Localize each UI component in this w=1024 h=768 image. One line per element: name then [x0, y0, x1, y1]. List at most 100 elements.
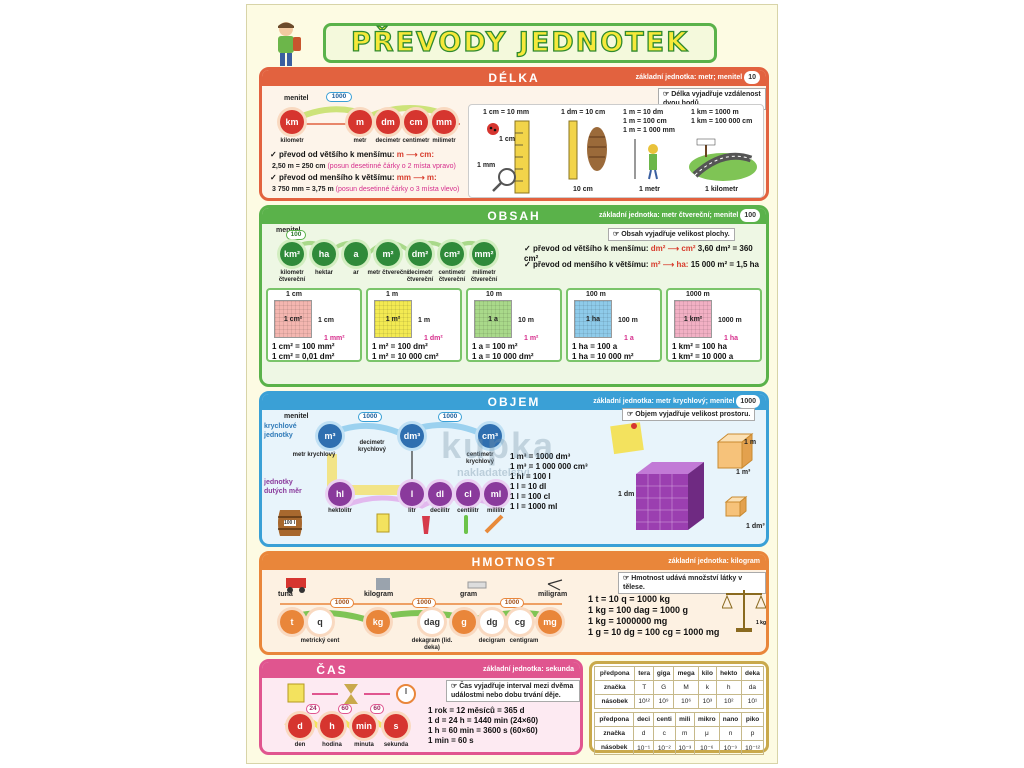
delka-rule2-arrow: mm ⟶ m: — [396, 173, 437, 182]
delka-unit-m: m — [348, 110, 372, 134]
hmotnost-unit-t: t — [280, 610, 304, 634]
boy-illustration — [278, 22, 301, 66]
hmotnost-eq-kg: 1 kg = 100 dag = 1000 g — [588, 605, 689, 615]
objem-unit-l: l — [400, 482, 424, 506]
prefix-cell: 10¹² — [634, 694, 654, 709]
objem-eq-m3-dm3: 1 m³ = 1000 dm³ — [510, 452, 571, 461]
page-title: PŘEVODY JEDNOTEK — [350, 26, 690, 58]
hmotnost-note-text: Hmotnost udává množství látky v tělese. — [623, 575, 743, 591]
delka-eq-cm-mm: 1 cm = 10 mm — [483, 109, 530, 116]
delka-rule2-head: převod od menšího k většímu: — [278, 173, 395, 182]
hmotnost-eq-kg-mg: 1 kg = 1000000 mg — [588, 616, 668, 626]
objem-pill-1000-a: 1000 — [358, 412, 382, 422]
objem-name-l: litr — [408, 508, 416, 514]
hmotnost-name-miligram: miligram — [538, 591, 568, 598]
delka-picture-box: 1 cm = 10 mm 1 dm = 10 cm 1 m = 10 dm 1 … — [468, 104, 764, 198]
section-obsah: OBSAH základní jednotka: metr čtvereční;… — [259, 205, 769, 387]
delka-eq-m-mm: 1 m = 1 000 mm — [623, 127, 675, 134]
hmotnost-name-cg: centigram — [509, 638, 539, 644]
obsah-name-a: ar — [353, 270, 359, 276]
objem-base-text: základní jednotka: metr krychlový; menit… — [593, 398, 735, 405]
cube-diagram — [636, 432, 754, 530]
cas-note: ☞ Čas vyjadřuje interval mezi dvěma udál… — [446, 680, 580, 702]
road-icon — [689, 138, 757, 181]
objem-unit-dm3: dm³ — [400, 424, 424, 448]
hmotnost-unit-dg: dg — [480, 610, 504, 634]
obsah-note-text: Obsah vyjadřuje velikost plochy. — [621, 231, 730, 238]
cas-factor-60b: 60 — [370, 704, 384, 714]
prefix-row-head: násobek — [593, 740, 635, 755]
cas-eq-min: 1 min = 60 s — [428, 736, 474, 745]
prefix-cell: 10⁻² — [652, 740, 676, 755]
card-square: 1 m² — [374, 300, 412, 338]
objem-name-m3: metr krychlový — [292, 452, 336, 458]
delka-unit-dm: dm — [376, 110, 400, 134]
card-small-unit: 1 a — [624, 335, 634, 342]
obsah-unit-ha: ha — [312, 242, 336, 266]
prefix-cell: 10⁻¹ — [633, 740, 654, 755]
cube-label-1dm3: 1 dm³ — [746, 523, 765, 530]
card-square: 1 km² — [674, 300, 712, 338]
obsah-name-km2: kilometr čtvereční — [278, 270, 306, 283]
prefix-cell: 10⁻¹² — [741, 740, 764, 755]
cas-name-min: minuta — [354, 742, 374, 748]
delka-rule1-head: převod od většího k menšímu: — [278, 150, 395, 159]
delka-rule2-note: (posun desetinné čárky o 3 místa vlevo) — [335, 186, 460, 193]
card-eq-2: 1 a = 10 000 dm² — [472, 352, 534, 361]
card-inner-label: 1 cm² — [283, 316, 303, 323]
prefix-cell: 10⁻⁹ — [718, 740, 743, 755]
objem-note-text: Objem vyjadřuje velikost prostoru. — [635, 411, 751, 418]
poster: PŘEVODY JEDNOTEK DÉLKA základní jednotka… — [246, 4, 778, 764]
card-inner-label: 1 ha — [585, 316, 600, 323]
card-side-right: 1 cm — [318, 317, 334, 324]
prefix-row-head: násobek — [593, 694, 636, 709]
hmotnost-name-q: metrický cent — [300, 638, 340, 644]
delka-label-1km: 1 kilometr — [705, 186, 739, 193]
objem-menitel-label: menitel — [284, 413, 309, 420]
section-hmotnost: HMOTNOST základní jednotka: kilogram 100… — [259, 551, 769, 655]
watermark-sub: nakladatelství — [457, 467, 530, 479]
card-small-unit: 1 ha — [724, 335, 739, 342]
delka-unit-mm: mm — [432, 110, 456, 134]
objem-unit-m3: m³ — [318, 424, 342, 448]
test-tube-icon — [464, 515, 468, 534]
card-inner-label: 1 a — [488, 316, 498, 323]
hmotnost-pill-1: 1000 — [330, 598, 354, 608]
card-eq-1: 1 ha = 100 a — [572, 342, 618, 351]
section-obsah-header: OBSAH základní jednotka: metr čtvereční;… — [262, 208, 766, 224]
cas-unit-d: d — [288, 714, 312, 738]
prefix-cell: mikro — [693, 712, 720, 727]
prefix-cell: hekto — [715, 666, 742, 681]
obsah-base-number: 100 — [740, 209, 760, 222]
card-side-label: 10 m — [486, 291, 502, 298]
sticky-note-icon — [610, 422, 644, 455]
prefix-cell: nano — [718, 712, 743, 727]
delka-eq-m-dm: 1 m = 10 dm — [623, 109, 664, 116]
cas-eq-h: 1 h = 60 min = 3600 s (60×60) — [428, 726, 538, 735]
prefix-cell: c — [652, 726, 676, 741]
scale-label: 1 kg — [756, 620, 767, 626]
delka-name-m: metr — [353, 138, 367, 144]
card-eq-2: 1 m² = 10 000 cm² — [372, 352, 439, 361]
barrel-label: 100 l — [284, 520, 296, 526]
cas-factor-24: 24 — [306, 704, 320, 714]
card-square: 1 a — [474, 300, 512, 338]
delka-name-cm: centimetr — [402, 138, 430, 144]
delka-rule1-example: 2,50 m = 250 cm (posun desetinné čárky o… — [272, 162, 456, 171]
prefix-cell: tera — [634, 666, 654, 681]
objem-name-ml: mililitr — [486, 508, 505, 514]
prefix-row-head: předpona — [593, 666, 636, 681]
objem-eq-l-dl: 1 l = 10 dl — [510, 482, 547, 491]
delka-eq-km-m: 1 km = 1000 m — [691, 109, 739, 116]
delka-name-km: kilometr — [280, 138, 304, 144]
prefix-cell: M — [673, 680, 700, 695]
section-obsah-title: OBSAH — [487, 209, 541, 223]
cas-eq-d: 1 d = 24 h = 1440 min (24×60) — [428, 716, 539, 725]
